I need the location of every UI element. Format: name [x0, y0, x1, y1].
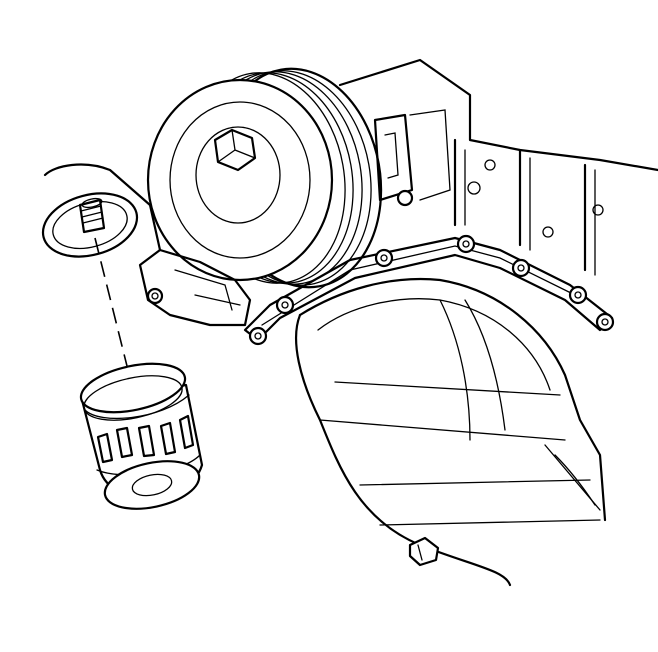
bolt-7 — [595, 312, 615, 332]
bolt-5 — [511, 258, 531, 278]
drain-plug — [408, 536, 440, 567]
flange-bolts — [146, 234, 615, 346]
bolt-4 — [456, 234, 476, 254]
filter-wrench-flutes — [96, 414, 195, 464]
threaded-stud — [78, 197, 106, 234]
bolt-6 — [568, 285, 588, 305]
bolt-1 — [248, 326, 268, 346]
engine-block — [338, 58, 658, 276]
alignment-line — [94, 237, 129, 371]
crankshaft-balancer — [146, 67, 383, 289]
balancer-bolt — [213, 128, 257, 172]
bolt-2 — [275, 295, 295, 315]
front-cover — [43, 163, 252, 327]
oil-filter — [79, 362, 204, 510]
oil-pan — [294, 277, 607, 587]
bolt-3 — [374, 248, 394, 268]
filter-mount-flange — [41, 192, 139, 258]
